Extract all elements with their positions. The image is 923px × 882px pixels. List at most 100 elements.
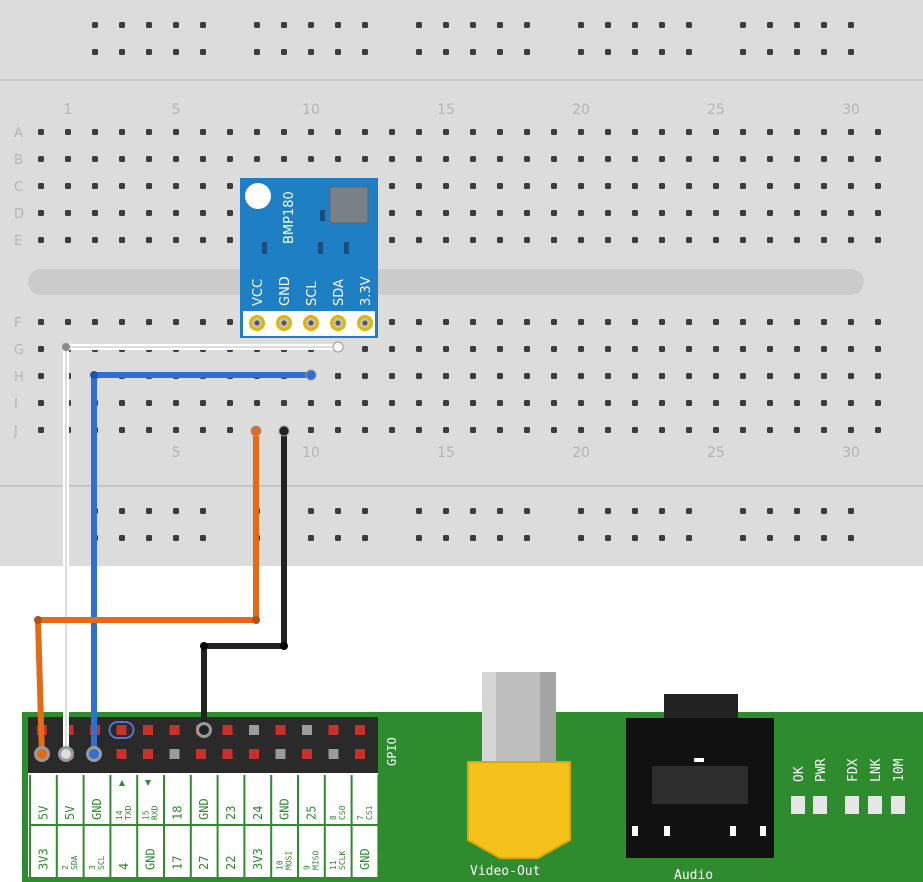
- rail-hole: [497, 49, 503, 55]
- breadboard-hole: [875, 373, 881, 379]
- breadboard-hole: [767, 183, 773, 189]
- breadboard-hole: [443, 346, 449, 352]
- rail-hole: [821, 22, 827, 28]
- breadboard-hole: [605, 210, 611, 216]
- gpio-pin: [302, 749, 312, 759]
- column-number: 5: [172, 102, 181, 118]
- rail-hole: [308, 535, 314, 541]
- breadboard-hole: [605, 156, 611, 162]
- breadboard-hole: [497, 183, 503, 189]
- breadboard-hole: [308, 400, 314, 406]
- rail-hole: [173, 508, 179, 514]
- breadboard-hole: [686, 210, 692, 216]
- gpio-pin: [116, 749, 127, 759]
- breadboard-hole: [497, 400, 503, 406]
- breadboard-hole: [659, 210, 665, 216]
- pin-label: 24: [251, 806, 265, 820]
- breadboard-hole: [227, 129, 233, 135]
- rail-hole: [146, 535, 152, 541]
- breadboard-hole: [335, 400, 341, 406]
- breadboard-hole: [443, 373, 449, 379]
- breadboard-hole: [146, 129, 152, 135]
- rail-hole: [848, 22, 854, 28]
- breadboard-hole: [362, 156, 368, 162]
- breadboard-hole: [65, 210, 71, 216]
- pin-label: 27: [197, 856, 211, 870]
- pin-label: 11: [329, 860, 338, 870]
- breadboard-hole: [875, 319, 881, 325]
- breadboard-hole: [470, 346, 476, 352]
- breadboard-hole: [578, 156, 584, 162]
- rail-hole: [200, 22, 206, 28]
- pin-label: 17: [170, 856, 184, 870]
- breadboard-hole: [632, 210, 638, 216]
- rail-hole: [794, 49, 800, 55]
- pin-label: 2: [61, 865, 70, 870]
- breadboard-hole: [524, 346, 530, 352]
- breadboard-hole: [821, 427, 827, 433]
- gpio-pin-ground: [328, 749, 339, 759]
- breadboard-hole: [335, 129, 341, 135]
- breadboard-hole: [794, 237, 800, 243]
- breadboard-hole: [497, 427, 503, 433]
- breadboard-hole: [119, 400, 125, 406]
- pin-label: RXD: [151, 805, 160, 820]
- breadboard-hole: [416, 210, 422, 216]
- column-number: 25: [707, 445, 725, 461]
- breadboard-hole: [875, 427, 881, 433]
- breadboard-hole: [659, 346, 665, 352]
- breadboard-hole: [173, 400, 179, 406]
- breadboard-hole: [416, 373, 422, 379]
- rail-hole: [821, 508, 827, 514]
- breadboard-hole: [848, 427, 854, 433]
- rail-hole: [335, 508, 341, 514]
- rail-hole: [200, 49, 206, 55]
- pin1-marker: 1: [14, 756, 18, 764]
- breadboard-hole: [227, 210, 233, 216]
- rail-hole: [794, 535, 800, 541]
- rail-hole: [200, 535, 206, 541]
- breadboard-hole: [632, 400, 638, 406]
- breadboard-hole: [200, 183, 206, 189]
- breadboard-hole: [713, 400, 719, 406]
- breadboard-hole: [632, 156, 638, 162]
- wire-end-core: [61, 749, 71, 759]
- breadboard-hole: [416, 346, 422, 352]
- rail-hole: [686, 508, 692, 514]
- breadboard-hole: [38, 373, 44, 379]
- breadboard-hole: [416, 400, 422, 406]
- breadboard-hole: [767, 373, 773, 379]
- breadboard-hole: [389, 346, 395, 352]
- breadboard-hole: [578, 129, 584, 135]
- gpio-pin-ground: [302, 725, 312, 735]
- row-label: I: [14, 397, 18, 412]
- wires: [34, 343, 341, 759]
- breadboard-hole: [308, 427, 314, 433]
- breadboard-hole: [713, 373, 719, 379]
- breadboard-hole: [686, 156, 692, 162]
- row-label: F: [14, 316, 21, 331]
- breadboard-hole: [470, 319, 476, 325]
- breadboard-hole: [146, 319, 152, 325]
- breadboard-hole: [686, 373, 692, 379]
- rail-hole: [281, 22, 287, 28]
- breadboard-hole: [740, 237, 746, 243]
- breadboard-hole: [848, 346, 854, 352]
- breadboard-hole: [119, 129, 125, 135]
- pin-label: GND: [278, 798, 292, 820]
- breadboard-hole: [713, 210, 719, 216]
- breadboard-hole: [38, 156, 44, 162]
- rail-hole: [146, 22, 152, 28]
- breadboard-hole: [794, 400, 800, 406]
- row-label: C: [14, 180, 23, 195]
- rail-hole: [416, 535, 422, 541]
- breadboard-hole: [524, 210, 530, 216]
- breadboard-hole: [875, 129, 881, 135]
- breadboard-hole: [821, 183, 827, 189]
- rail-hole: [632, 22, 638, 28]
- breadboard-hole: [551, 427, 557, 433]
- breadboard-hole: [227, 237, 233, 243]
- rail-hole: [308, 49, 314, 55]
- row-label: E: [14, 234, 22, 249]
